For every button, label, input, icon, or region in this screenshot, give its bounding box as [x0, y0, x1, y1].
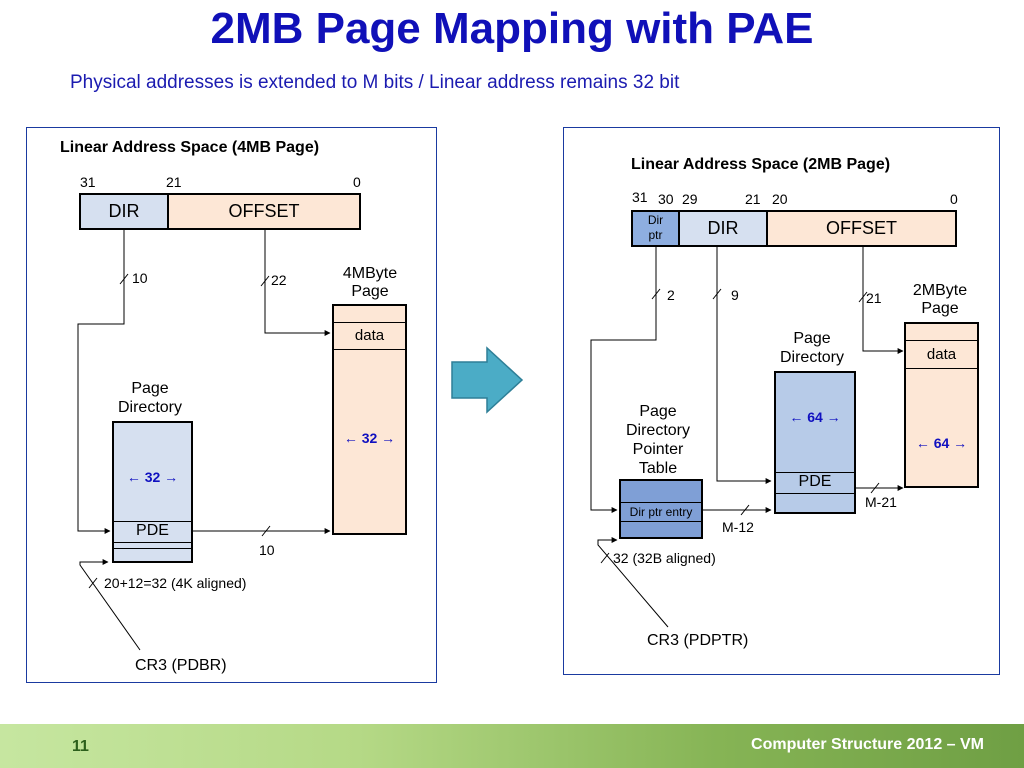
right-dirptr-field: Dir ptr	[631, 210, 680, 247]
left-cr3-note: 20+12=32 (4K aligned)	[104, 575, 247, 591]
right-dir-field: DIR	[678, 210, 768, 247]
left-cr3-label: CR3 (PDBR)	[135, 657, 227, 674]
right-pdpt-width: M-12	[722, 519, 754, 535]
right-pdpt-title: Page Directory Pointer Table	[606, 402, 710, 478]
left-pd-title: Page Directory	[100, 379, 200, 417]
right-offset-width: 21	[866, 290, 882, 306]
right-cr3-wire	[597, 537, 669, 628]
right-pde-label: PDE	[798, 473, 832, 490]
left-page-title-line2: Page	[351, 283, 389, 300]
right-pdpt-title-line4: Table	[638, 460, 678, 477]
left-pd-box: ← 32 → PDE	[112, 421, 193, 563]
left-pd-title-line2: Directory	[117, 399, 182, 416]
right-pd-title-line2: Directory	[779, 349, 844, 366]
right-pde-width: M-21	[865, 494, 897, 510]
right-page-title-line2: Page	[921, 300, 959, 317]
left-page-title-line1: 4MByte	[342, 265, 398, 282]
right-pdpt-title-line3: Pointer	[632, 441, 684, 458]
right-pd-box: ← 64 → PDE	[774, 371, 856, 514]
page-number: 11	[72, 738, 89, 755]
slide-title: 2MB Page Mapping with PAE	[210, 4, 814, 53]
transition-arrow	[451, 346, 524, 414]
left-bit-0: 0	[353, 174, 361, 190]
footer-bar	[0, 724, 1024, 768]
right-page-width: ← 64 →	[915, 435, 968, 451]
right-dirptr-line2: ptr	[648, 228, 663, 242]
right-page-title: 2MByte Page	[899, 282, 981, 318]
left-cr3-wire	[79, 559, 141, 651]
right-bit-21: 21	[745, 191, 761, 207]
right-pdpt-box: Dir ptr entry	[619, 479, 703, 539]
right-bit-20: 20	[772, 191, 788, 207]
left-pd-title-line1: Page	[131, 380, 169, 397]
left-pd-width: ← 32 →	[126, 469, 179, 485]
right-data-row: data	[906, 341, 977, 369]
left-dir-wire	[77, 229, 125, 534]
right-dir-width: 9	[731, 287, 739, 303]
right-offset-label: OFFSET	[826, 218, 897, 238]
left-page-width: ← 32 →	[343, 430, 396, 446]
right-heading: Linear Address Space (2MB Page)	[631, 156, 891, 173]
right-dirptr-width: 2	[667, 287, 675, 303]
footer-course-title: Computer Structure 2012 – VM	[751, 736, 984, 753]
left-bit-21: 21	[166, 174, 182, 190]
right-bit-0: 0	[950, 191, 958, 207]
left-offset-wire	[264, 229, 331, 336]
right-pdpt-title-line2: Directory	[625, 422, 690, 439]
left-dir-width: 10	[132, 270, 148, 286]
right-dir-label: DIR	[707, 218, 739, 238]
right-pdpt-title-line1: Page	[639, 403, 677, 420]
right-pd-width: ← 64 →	[789, 409, 841, 425]
left-pde-label: PDE	[136, 522, 169, 539]
left-offset-label: OFFSET	[228, 201, 300, 221]
left-dir-label: DIR	[108, 201, 140, 221]
left-heading: Linear Address Space (4MB Page)	[60, 139, 320, 156]
right-pd-title-line1: Page	[793, 330, 831, 347]
right-page-box: data ← 64 →	[904, 322, 979, 488]
left-dir-field: DIR	[79, 193, 169, 230]
right-bit-29: 29	[682, 191, 698, 207]
right-page-title-line1: 2MByte	[912, 282, 968, 299]
right-cr3-note: 32 (32B aligned)	[613, 550, 716, 566]
slide-subtitle: Physical addresses is extended to M bits…	[70, 72, 680, 93]
right-cr3-label: CR3 (PDPTR)	[647, 632, 749, 649]
right-dirptr-wire	[590, 246, 657, 513]
left-offset-field: OFFSET	[167, 193, 361, 230]
left-offset-width: 22	[271, 272, 287, 288]
left-data-row: data	[334, 323, 405, 350]
left-pde-width: 10	[259, 542, 275, 558]
right-offset-field: OFFSET	[766, 210, 957, 247]
right-pd-title: Page Directory	[762, 329, 862, 367]
right-dir-wire	[716, 246, 772, 484]
right-bit-30: 30	[658, 191, 674, 207]
left-page-title: 4MByte Page	[330, 265, 410, 301]
left-page-box: data ← 32 →	[332, 304, 407, 535]
right-bit-31: 31	[632, 189, 648, 205]
right-pdpt-entry: Dir ptr entry	[629, 505, 693, 519]
right-offset-wire	[862, 246, 904, 354]
right-dirptr-line1: Dir	[647, 213, 664, 227]
left-bit-31: 31	[80, 174, 96, 190]
